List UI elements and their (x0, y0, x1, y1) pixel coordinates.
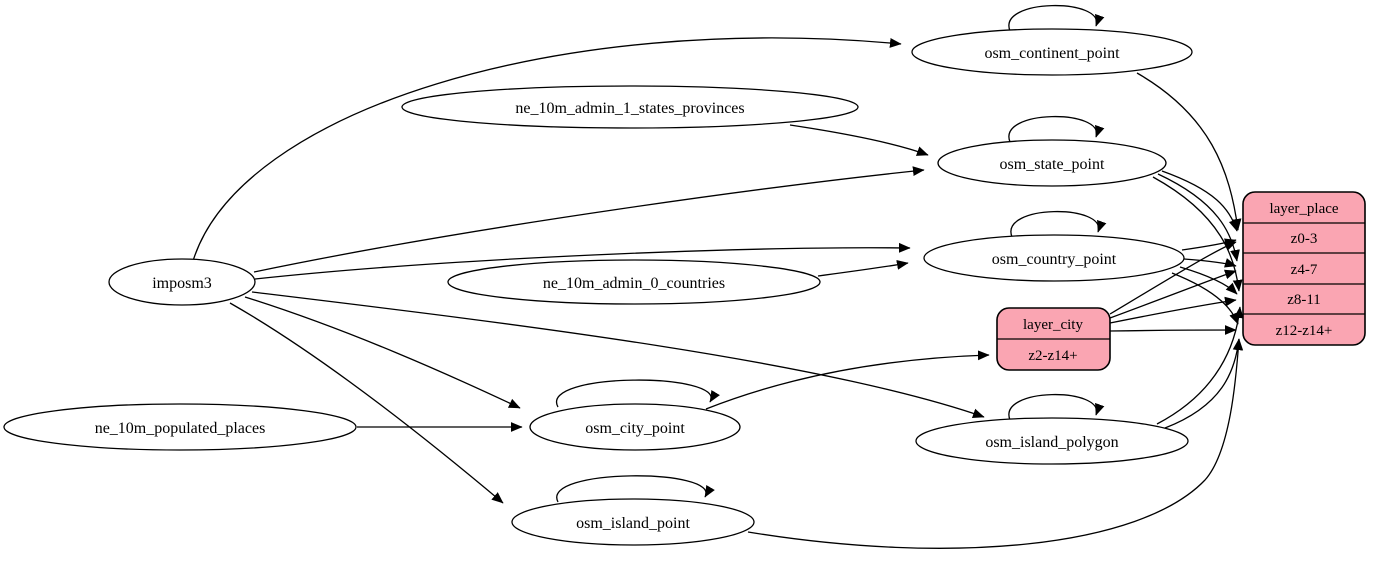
node-label-osm_island_point: osm_island_point (576, 515, 690, 532)
selfloop-osm_city_point (555, 379, 720, 408)
node-label-osm_continent_point: osm_continent_point (984, 45, 1120, 62)
node-shape-ne_10m_admin_1_states_provinces (401, 85, 859, 129)
edge-ne_10m_admin_1_states_provinces-osm_state_point (789, 124, 929, 156)
node-shape-osm_country_point (923, 234, 1185, 282)
node-shape-osm_island_polygon (915, 417, 1189, 465)
node-imposm3: imposm3 (108, 258, 256, 306)
edge-imposm3-osm_state_point (253, 166, 925, 273)
edge-osm_country_point-layer_place-z4-7 (1183, 258, 1237, 268)
record-row-z4-7: z4-7 (1291, 262, 1318, 278)
node-layer_place: layer_place z0-3 z4-7 z8-11 z12-z14+ (1242, 191, 1366, 346)
node-label-ne_10m_populated_places: ne_10m_populated_places (95, 420, 266, 437)
node-label-osm_city_point: osm_city_point (585, 420, 685, 437)
edge-layer_city-layer_place-z4-7 (1109, 269, 1237, 319)
node-label-ne_10m_admin_0_countries: ne_10m_admin_0_countries (543, 275, 725, 292)
node-shape-osm_state_point (937, 139, 1167, 187)
edge-layer_city-layer_place-z12-z14 (1109, 325, 1237, 335)
edge-ne_10m_admin_0_countries-osm_country_point (817, 260, 909, 277)
edge-osm_state_point-layer_place-z8-11 (1152, 176, 1243, 292)
node-label-osm_country_point: osm_country_point (992, 251, 1117, 268)
node-label-imposm3: imposm3 (152, 275, 212, 292)
node-label-ne_10m_admin_1_states_provinces: ne_10m_admin_1_states_provinces (515, 100, 744, 117)
edge-imposm3-osm_country_point (254, 242, 911, 280)
edge-osm_island_point-layer_place-z12-z14 (747, 338, 1244, 549)
edge-osm_island_polygon-layer_place-z8-11 (1156, 306, 1244, 425)
node-label-osm_state_point: osm_state_point (1000, 156, 1105, 173)
record-row-z2-z14: z2-z14+ (1028, 348, 1077, 364)
node-osm_country_point: osm_country_point (923, 234, 1185, 282)
edge-osm_city_point-layer_city-z2-z14 (705, 350, 990, 410)
selfloop-osm_country_point (1010, 210, 1107, 238)
node-osm_state_point: osm_state_point (937, 139, 1167, 187)
edge-imposm3-osm_island_polygon (251, 291, 985, 419)
node-ne_10m_admin_1_states_provinces: ne_10m_admin_1_states_provinces (401, 85, 859, 129)
record-row-z0-3: z0-3 (1291, 231, 1318, 247)
node-layer_city: layer_city z2-z14+ (996, 307, 1111, 371)
record-row-z12-z14: z12-z14+ (1276, 323, 1333, 339)
edge-imposm3-osm_continent_point (192, 37, 902, 262)
node-shape-osm_island_point (511, 498, 755, 546)
edge-layer_city-layer_place-z0-3 (1109, 241, 1237, 315)
node-ne_10m_admin_0_countries: ne_10m_admin_0_countries (447, 259, 821, 305)
edge-layer_city-layer_place-z8-11 (1109, 296, 1237, 324)
record-shape-layer_place (1242, 191, 1366, 346)
edge-osm_country_point-layer_place-z8-11 (1179, 266, 1238, 295)
node-osm_continent_point: osm_continent_point (911, 28, 1193, 76)
node-shape-osm_city_point (529, 403, 741, 451)
edge-layer (192, 4, 1244, 549)
edge-osm_country_point-layer_place-z12-z14 (1171, 272, 1239, 325)
record-row-z8-11: z8-11 (1287, 292, 1321, 308)
node-shape-ne_10m_populated_places (3, 403, 357, 451)
node-shape-imposm3 (108, 258, 256, 306)
node-shape-osm_continent_point (911, 28, 1193, 76)
record-title-layer_city: layer_city (1023, 317, 1083, 333)
node-osm_island_point: osm_island_point (511, 498, 755, 546)
node-ne_10m_populated_places: ne_10m_populated_places (3, 403, 357, 451)
selfloop-osm_state_point (1008, 115, 1105, 143)
edge-osm_state_point-layer_place-z4-7 (1157, 173, 1240, 262)
edge-imposm3-osm_city_point (244, 296, 521, 409)
edge-imposm3-osm_island_point (229, 302, 504, 504)
record-title-layer_place: layer_place (1269, 201, 1338, 217)
edge-osm_state_point-layer_place-z0-3 (1161, 170, 1239, 232)
selfloop-osm_island_polygon (1008, 393, 1105, 421)
selfloop-osm_continent_point (1008, 4, 1105, 32)
node-osm_city_point: osm_city_point (529, 403, 741, 451)
edge-osm_continent_point-layer_place-z0-3 (1136, 72, 1242, 231)
node-shape-ne_10m_admin_0_countries (447, 259, 821, 305)
node-label-osm_island_polygon: osm_island_polygon (985, 434, 1118, 451)
edge-osm_country_point-layer_place-z0-3 (1181, 238, 1237, 251)
node-osm_island_polygon: osm_island_polygon (915, 417, 1189, 465)
selfloop-osm_island_point (556, 475, 715, 503)
